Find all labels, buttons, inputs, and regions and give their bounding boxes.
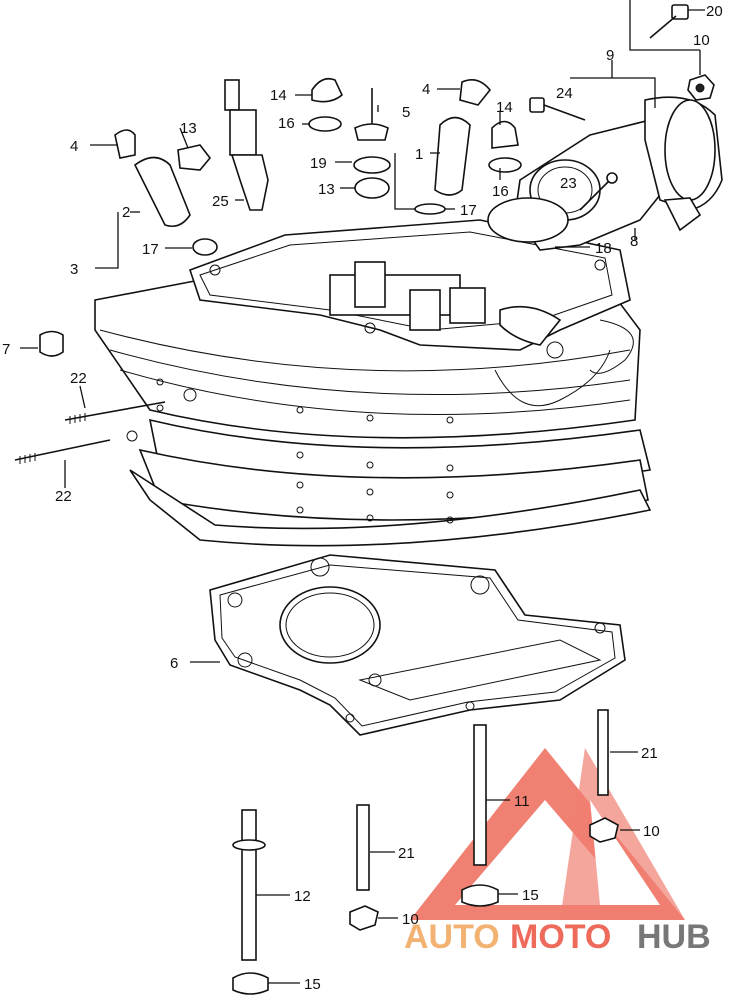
watermark-moto: MOTO [510,918,611,956]
washer-19 [353,156,391,174]
cylinder-head [94,219,652,547]
callout-17-left: 17 [142,241,159,258]
nut-13 [177,144,390,199]
cover-cap [644,96,723,232]
callout-8: 8 [630,233,638,250]
stud-21-right [597,709,609,796]
bolt-24 [529,97,586,121]
watermark-auto: AUTO [404,918,500,956]
callout-18: 18 [595,240,612,257]
callout-24: 24 [556,85,573,102]
stud-21-center [356,804,370,891]
callout-21-center: 21 [398,845,415,862]
leader-lines [20,0,705,984]
stud-11 [473,724,487,866]
callout-15-bottom: 15 [304,976,321,993]
rubber-7 [39,330,64,357]
stud-12 [232,809,266,961]
callout-4-right: 4 [422,81,430,98]
callout-1: 1 [415,146,423,163]
washer-16 [308,116,522,173]
callout-13-center: 13 [318,181,335,198]
gasket-18 [487,197,569,243]
stud-22-upper [64,401,166,424]
callout-15-center: 15 [522,887,539,904]
callout-17-right: 17 [460,202,477,219]
callout-12: 12 [294,888,311,905]
callout-9: 9 [606,47,614,64]
callout-7: 7 [2,341,10,358]
callout-10-top: 10 [693,32,710,49]
spark-plug-25 [224,79,269,211]
watermark-hub: HUB [637,918,711,956]
callout-16-left: 16 [278,115,295,132]
dowel-15-bottom [232,972,269,995]
callout-3: 3 [70,261,78,278]
automotohub-watermark: AUTO MOTO HUB [404,918,711,956]
callout-21-right: 21 [641,745,658,762]
dowel-15-center [461,884,499,907]
callout-22-upper: 22 [70,370,87,387]
pin-5 [354,88,389,141]
callout-11: 11 [514,793,530,810]
bolt-23 [579,172,618,211]
cap-14 [311,77,519,149]
callout-23: 23 [560,175,577,192]
head-gasket [209,554,626,736]
callout-20: 20 [706,3,723,20]
callout-14-left: 14 [270,87,287,104]
callout-16-right: 16 [492,183,509,200]
callout-10-bottom: 10 [402,911,419,928]
callout-14-right: 14 [496,99,513,116]
bolt-20 [649,4,689,39]
nut-10-top [687,74,715,101]
callout-22-lower: 22 [55,488,72,505]
callout-4-left: 4 [70,138,78,155]
rocker-arm-2 [133,156,191,228]
callout-13-left: 13 [180,120,197,137]
callout-labels: 20 10 9 24 4 14 5 16 4 13 1 14 19 13 16 … [2,3,723,993]
callout-25: 25 [212,193,229,210]
callout-5: 5 [402,104,410,121]
callout-10-right: 10 [643,823,660,840]
callout-6: 6 [170,655,178,672]
callout-19: 19 [310,155,327,172]
rocker-arm-1 [434,79,492,196]
nut-10-bottom [349,905,379,931]
rocker-shaft-4-left [114,129,136,159]
automotohub-logo-mark [410,748,685,920]
stud-22-lower [14,439,111,464]
nut-10-right [589,817,619,843]
callout-2: 2 [122,204,130,221]
